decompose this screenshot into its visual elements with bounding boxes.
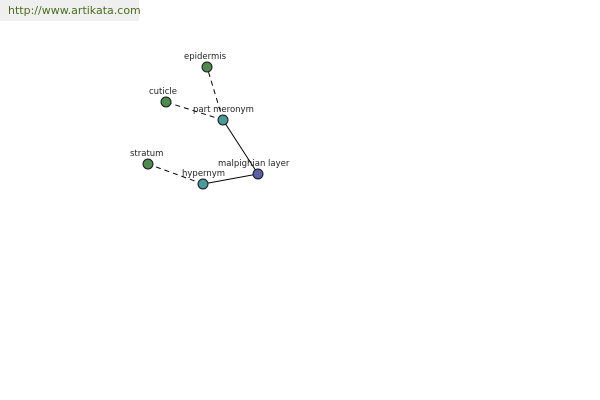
node-label-epidermis[interactable]: epidermis (184, 52, 227, 62)
node-label-malpighian-layer[interactable]: malpighian layer (218, 159, 290, 169)
node-epidermis[interactable] (201, 61, 213, 73)
nodes-layer: malpighian layer part meronym hypernym epid… (130, 52, 290, 190)
edge-part-meronym-to-epidermis (206, 66, 224, 121)
node-label-part-meronym[interactable]: part meronym (193, 105, 254, 115)
site-url-link[interactable]: http://www.artikata.com (8, 4, 141, 17)
node-cuticle[interactable] (160, 96, 172, 108)
node-label-hypernym[interactable]: hypernym (182, 169, 225, 179)
edge-hypernym-to-stratum (147, 163, 204, 185)
node-label-cuticle[interactable]: cuticle (149, 87, 177, 97)
node-stratum[interactable] (142, 158, 154, 170)
node-part-meronym[interactable] (217, 114, 229, 126)
edges-layer (147, 66, 259, 185)
node-hypernym[interactable] (197, 178, 209, 190)
edge-malpighian-layer-to-part-meronym (222, 119, 259, 175)
edge-part-meronym-to-cuticle (165, 101, 224, 121)
url-banner: http://www.artikata.com (0, 0, 141, 21)
edge-malpighian-layer-to-hypernym (202, 173, 259, 185)
node-label-stratum[interactable]: stratum (130, 149, 163, 159)
node-malpighian-layer[interactable] (252, 168, 264, 180)
